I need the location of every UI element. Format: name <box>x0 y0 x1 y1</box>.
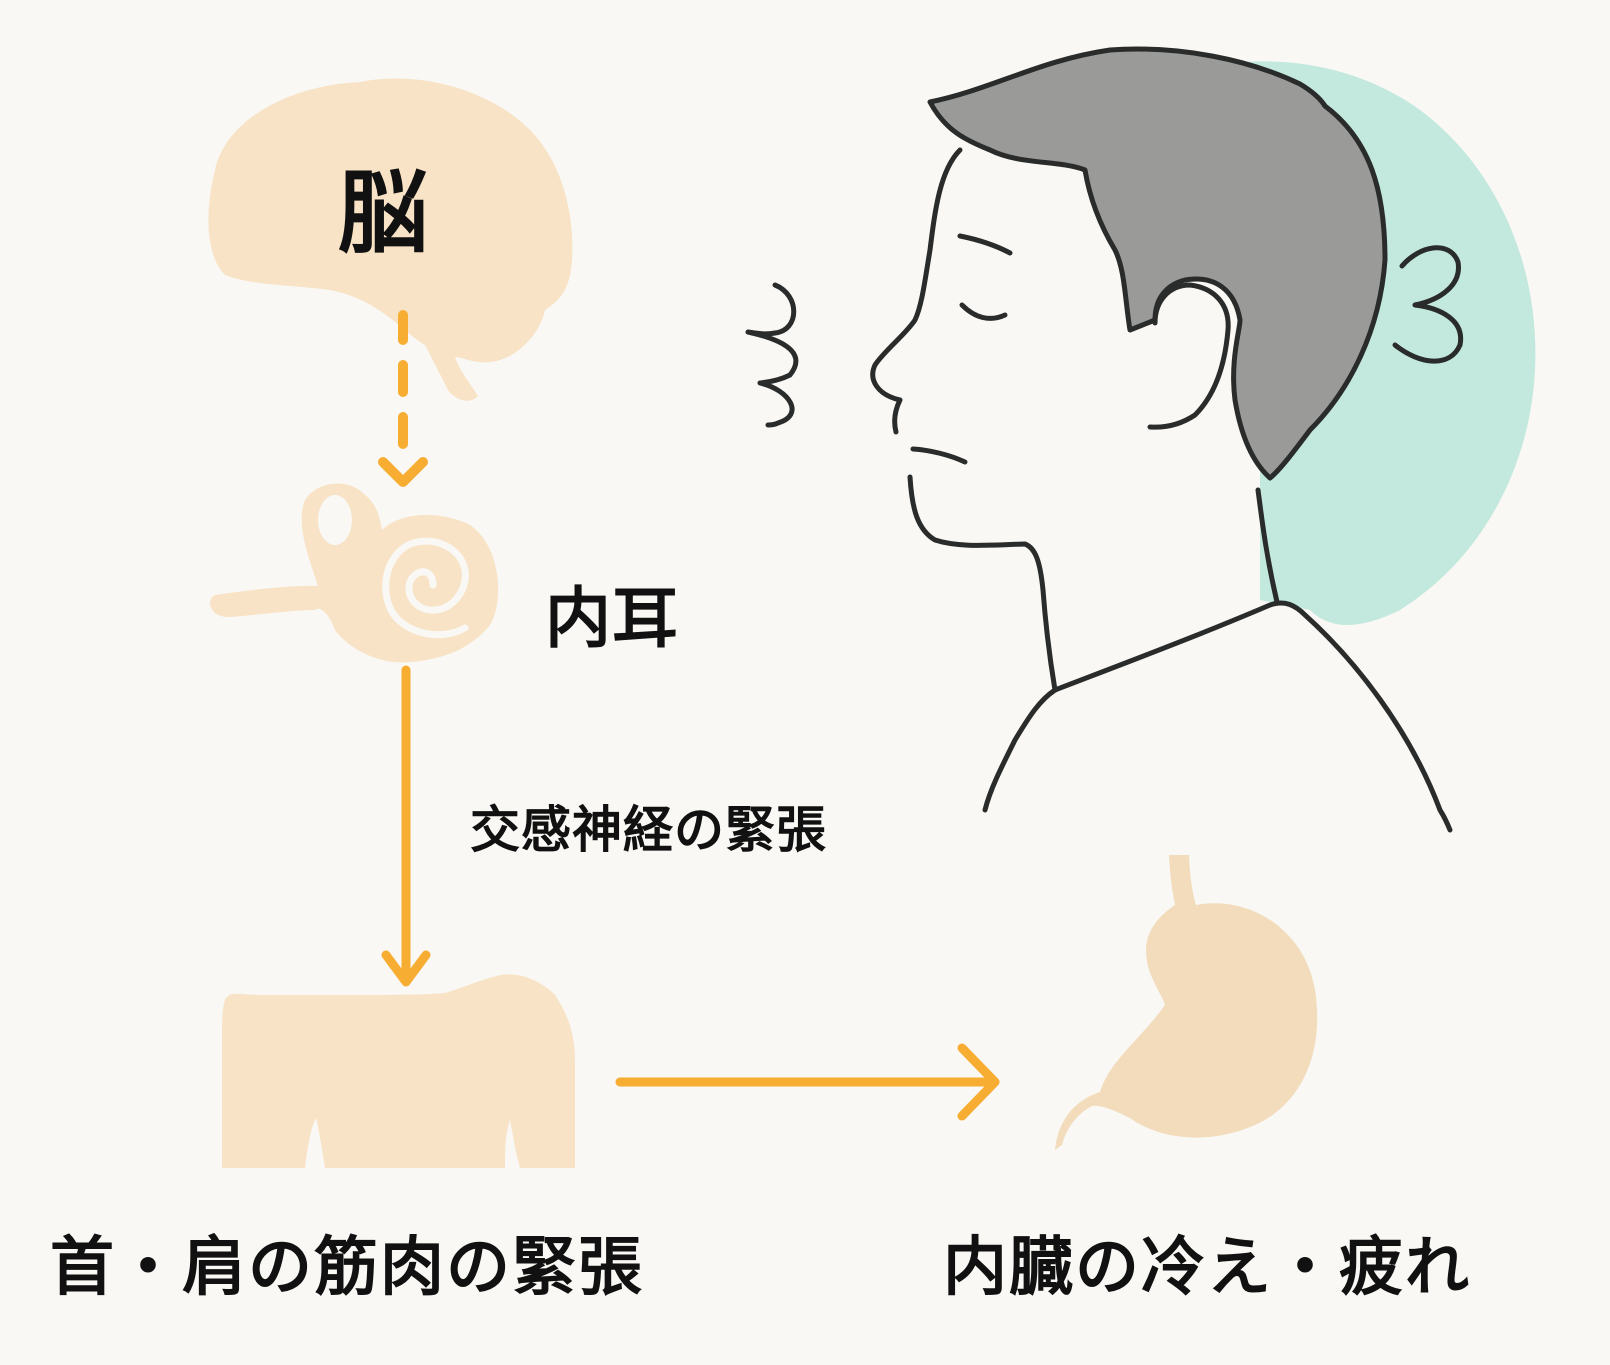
tinnitus-squiggle-icon <box>1392 245 1464 364</box>
label-sympathetic-tension: 交感神経の緊張 <box>470 801 827 859</box>
dashed-arrow-brain-to-ear <box>378 310 428 487</box>
brain-icon <box>208 78 573 401</box>
arrow-shoulders-to-organs <box>615 1043 1000 1121</box>
arrow-ear-to-shoulders <box>381 665 431 987</box>
inner-ear-icon <box>210 483 499 663</box>
stomach-icon <box>1055 855 1318 1150</box>
label-organ-chill-fatigue: 内臓の冷え・疲れ <box>943 1231 1471 1305</box>
label-neck-shoulder-tension: 首・肩の筋肉の緊張 <box>50 1231 644 1305</box>
person-profile-illustration <box>745 46 1464 833</box>
hair <box>927 46 1388 481</box>
label-brain: 脳 <box>338 161 429 266</box>
sigh-breath-icon <box>745 282 799 428</box>
shoulders-icon <box>222 974 575 1168</box>
label-inner-ear: 内耳 <box>545 580 679 657</box>
